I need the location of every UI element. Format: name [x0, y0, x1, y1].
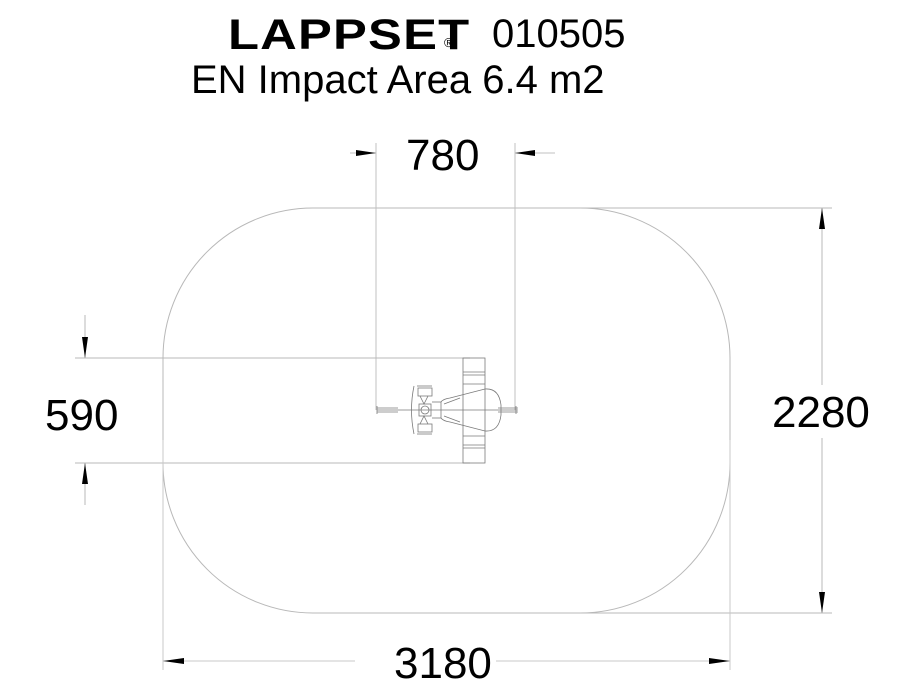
product-code: 010505: [492, 12, 626, 56]
dimension-3180: [162, 440, 731, 670]
impact-area-title: EN Impact Area 6.4 m2: [191, 58, 605, 102]
dimension-label-780: 780: [402, 134, 484, 178]
arrow-left-icon: [515, 150, 535, 156]
spring-rider-plan: [376, 357, 518, 464]
arrow-left-icon: [163, 658, 184, 664]
arrow-down-icon: [819, 592, 825, 613]
arrow-right-icon: [709, 658, 730, 664]
arrow-down-icon: [82, 337, 88, 358]
brand-logo: LAPPSET: [228, 11, 471, 59]
arrow-up-icon: [82, 463, 88, 484]
dimension-780: [350, 143, 555, 410]
impact-area-outline: [162, 207, 731, 614]
arrow-right-icon: [356, 150, 376, 156]
dimension-label-3180: 3180: [390, 642, 496, 686]
dimension-label-2280: 2280: [772, 388, 870, 437]
registered-mark: ®: [444, 35, 454, 50]
arrow-up-icon: [819, 208, 825, 229]
dimension-2280: [320, 207, 832, 614]
dimension-label-590: 590: [45, 391, 119, 440]
